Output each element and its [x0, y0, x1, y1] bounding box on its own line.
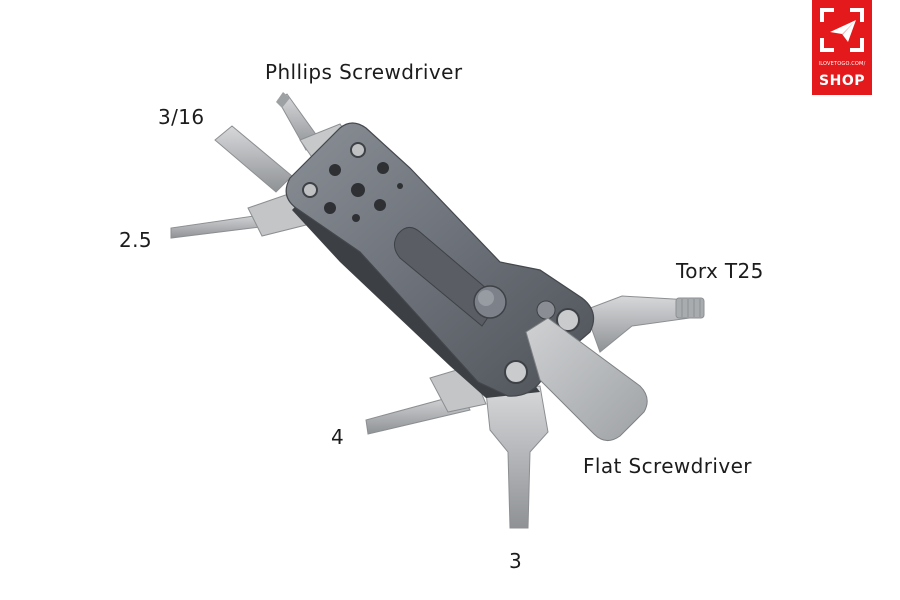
label-hex-2-5: 2.5 [119, 228, 153, 252]
label-torx-t25: Torx T25 [676, 259, 764, 283]
shop-logo[interactable]: ILOVETOGO.COM/ SHOP [812, 0, 872, 95]
hex-key-3-16 [214, 125, 293, 193]
logo-url-text: ILOVETOGO.COM/ [818, 61, 866, 67]
paper-plane-in-frame-icon [820, 8, 864, 52]
logo-shop-text: SHOP [819, 73, 865, 89]
label-hex-3-16: 3/16 [158, 105, 205, 129]
tool-body [285, 122, 595, 398]
label-flat-screwdriver: Flat Screwdriver [583, 454, 752, 478]
torx-bit [584, 295, 705, 353]
flat-screwdriver-blade [525, 317, 648, 441]
label-hex-4: 4 [331, 425, 345, 449]
label-hex-3: 3 [509, 549, 523, 573]
hex-key-3 [485, 385, 549, 529]
label-phillips-screwdriver: Phllips Screwdriver [265, 60, 463, 84]
